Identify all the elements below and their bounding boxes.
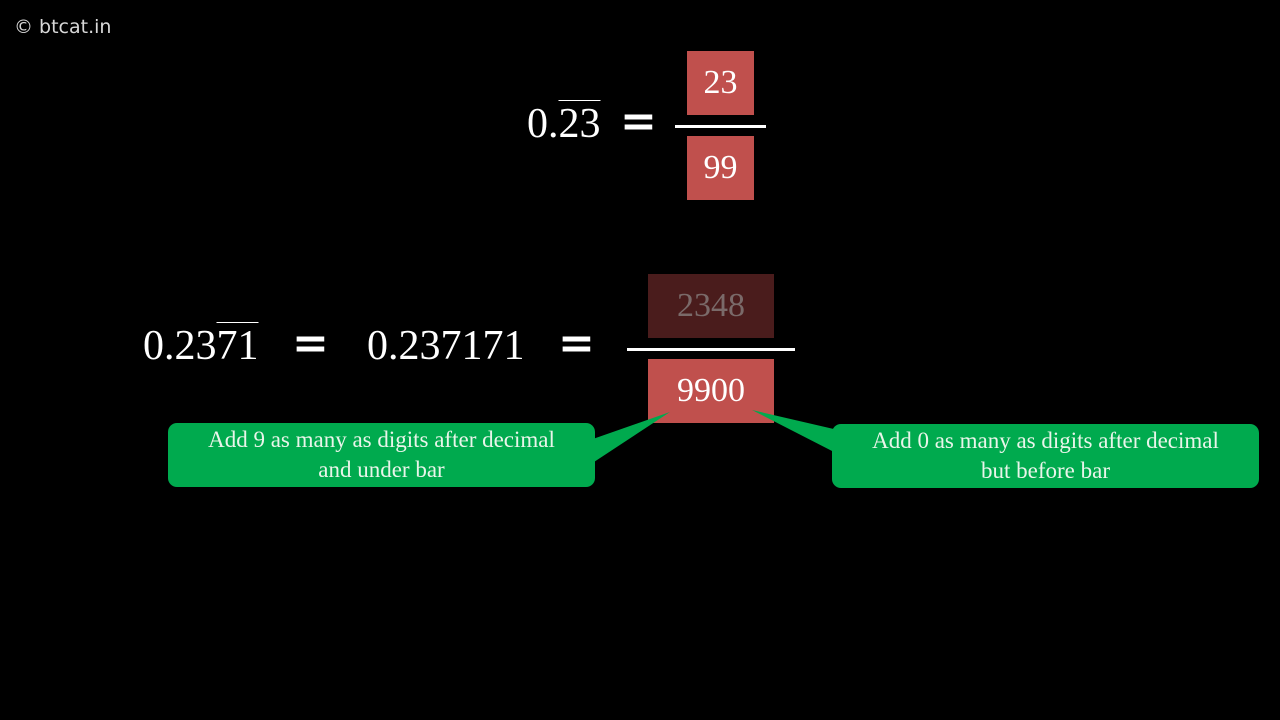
example2-whole: 0.23: [143, 323, 217, 369]
example1-equals: =: [620, 96, 657, 147]
example1-repeating: 23: [558, 101, 601, 147]
example1-whole: 0.: [527, 101, 559, 147]
example2-decimal: 0.2371: [143, 322, 259, 370]
callout-right: Add 0 as many as digits after decimal bu…: [832, 424, 1259, 488]
callout-left: Add 9 as many as digits after decimal an…: [168, 423, 595, 487]
example1-fraction-bar: [675, 125, 766, 128]
callout-right-line1: Add 0 as many as digits after decimal: [872, 428, 1219, 453]
callout-left-line1: Add 9 as many as digits after decimal: [208, 427, 555, 452]
example1-numerator: 23: [687, 51, 754, 115]
example2-fraction-bar: [627, 348, 795, 351]
example1-denominator: 99: [687, 136, 754, 200]
example2-equals-2: =: [558, 318, 595, 369]
example1-decimal: 0.23: [527, 100, 601, 148]
watermark: © btcat.in: [14, 16, 112, 38]
callout-left-line2: and under bar: [318, 457, 445, 482]
example2-denominator: 9900: [648, 359, 774, 423]
example2-equals-1: =: [292, 318, 329, 369]
example2-repeating: 71: [216, 323, 259, 369]
example2-expanded: 0.237171: [367, 323, 525, 369]
example2-numerator: 2348: [648, 274, 774, 338]
callout-right-line2: but before bar: [980, 458, 1110, 483]
